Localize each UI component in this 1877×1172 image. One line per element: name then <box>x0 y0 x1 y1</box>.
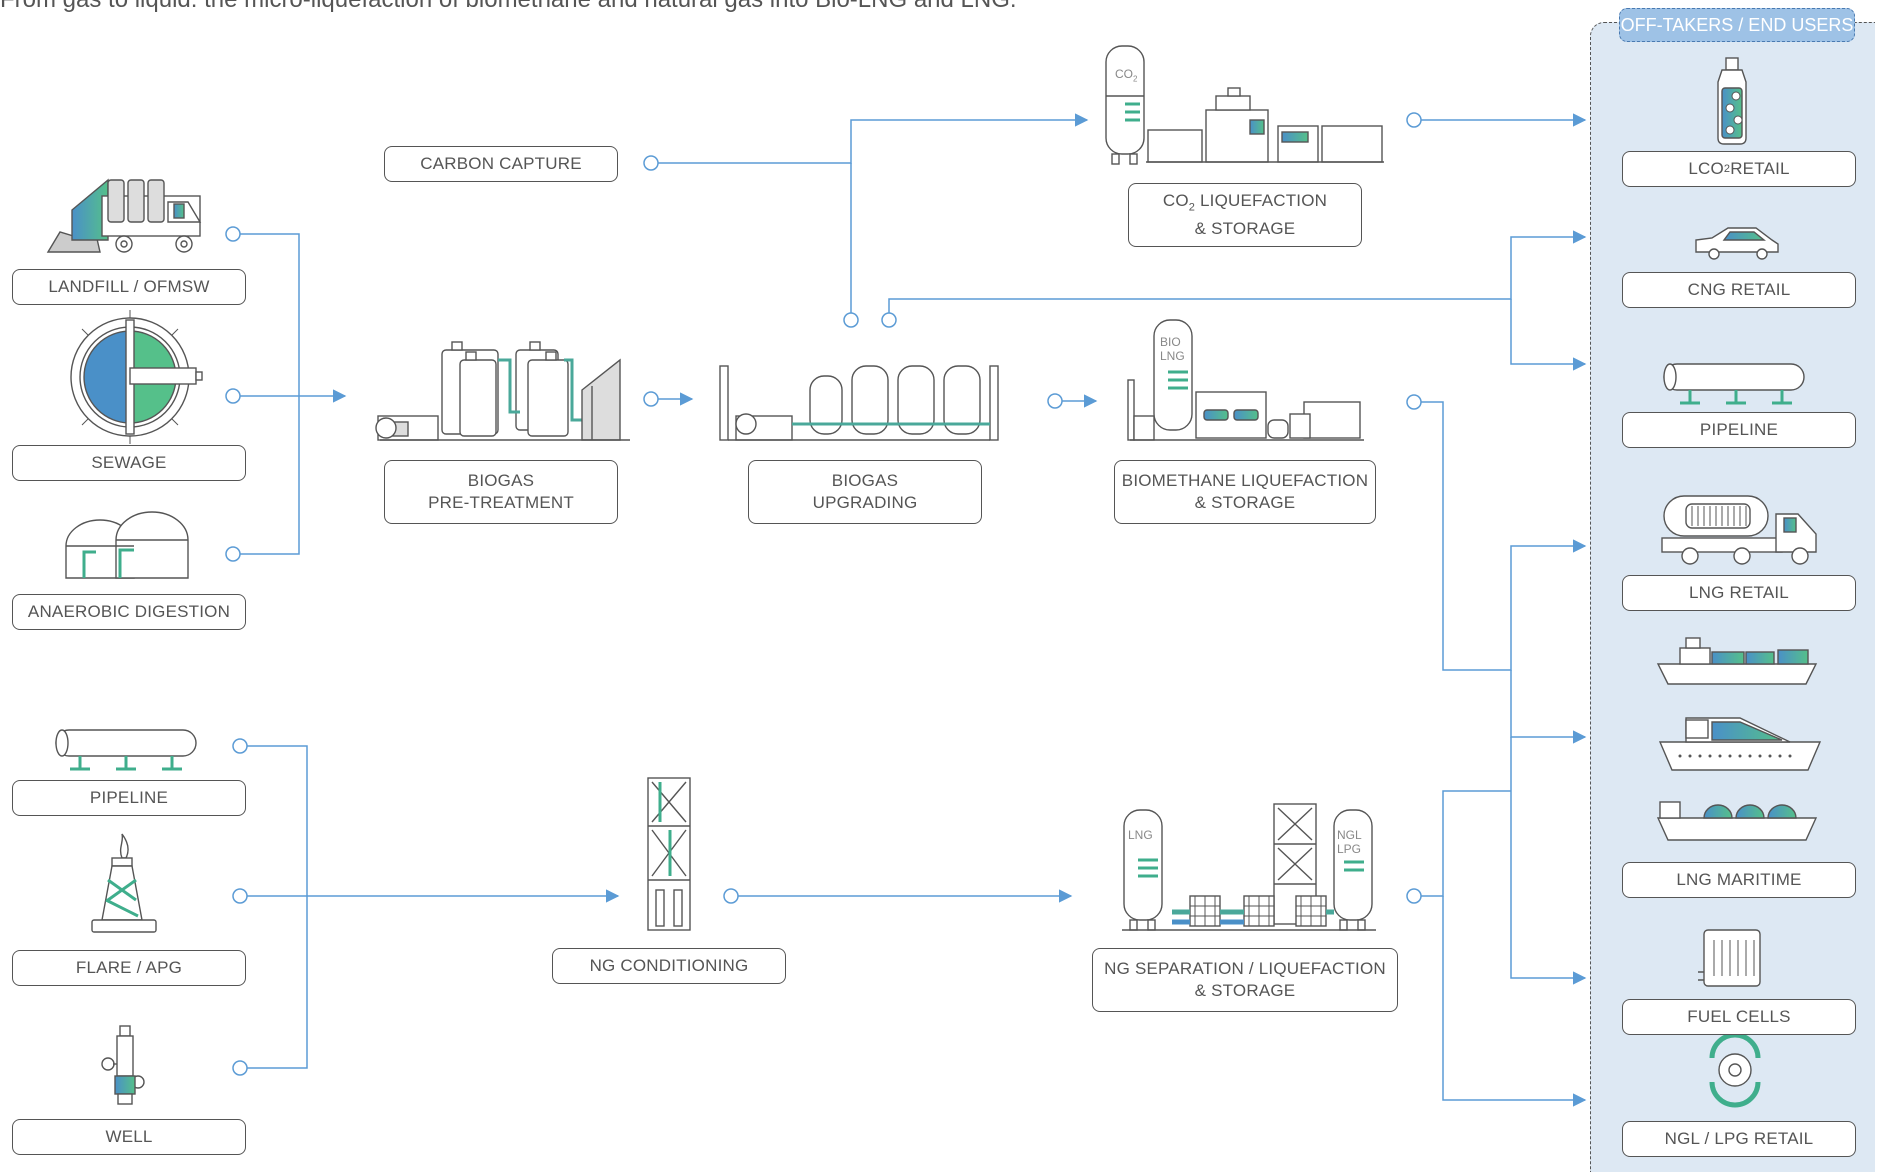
offtaker-ngl-lpg-label: NGL / LPG RETAIL <box>1622 1121 1856 1157</box>
source-sewage-label: SEWAGE <box>12 445 246 481</box>
ng-separation-label: NG SEPARATION / LIQUEFACTION& STORAGE <box>1092 948 1398 1012</box>
source-flare-label: FLARE / APG <box>12 950 246 986</box>
flare-rig-icon <box>91 833 157 933</box>
connector-lines <box>240 113 1587 1107</box>
co2-liquefaction-equipment-icon <box>1105 45 1384 165</box>
tank-label-co2: CO2 <box>1115 67 1138 84</box>
offtaker-lng-maritime-label: LNG MARITIME <box>1622 862 1856 898</box>
well-head-icon <box>101 1025 145 1105</box>
lng-carrier-ship-icon <box>1656 801 1818 841</box>
intro-text: From gas to liquid: the micro-liquefacti… <box>0 0 1017 14</box>
garbage-truck-icon <box>46 178 202 253</box>
ng-separation-equipment-icon <box>1122 803 1376 931</box>
tank-label-lng: LNG <box>1128 828 1153 842</box>
source-well-label: WELL <box>12 1119 246 1155</box>
lpg-cylinder-icon <box>1709 1032 1761 1108</box>
cruise-ship-icon <box>1658 717 1822 771</box>
source-pipeline-label: PIPELINE <box>12 780 246 816</box>
tanker-truck-icon <box>1661 495 1817 565</box>
offtaker-pipeline-label: PIPELINE <box>1622 412 1856 448</box>
offtaker-lng-retail-label: LNG RETAIL <box>1622 575 1856 611</box>
offtaker-fuel-cells-label: FUEL CELLS <box>1622 999 1856 1035</box>
pipeline-icon <box>55 729 197 771</box>
connector-nodes <box>225 112 1422 1076</box>
pretreatment-equipment-icon <box>375 341 630 441</box>
ng-conditioning-label: NG CONDITIONING <box>552 948 786 984</box>
source-anaerobic-label: ANAEROBIC DIGESTION <box>12 594 246 630</box>
car-icon <box>1695 227 1779 260</box>
upgrading-equipment-icon <box>719 365 999 441</box>
ng-conditioning-tower-icon <box>647 777 691 931</box>
container-ship-icon <box>1656 637 1818 685</box>
digester-domes-icon <box>65 511 189 579</box>
fuel-cell-icon <box>1698 929 1761 987</box>
co2-liquefaction-label: CO2 LIQUEFACTION & STORAGE <box>1128 183 1362 247</box>
offtakers-title: OFF-TAKERS / END USERS <box>1619 8 1855 42</box>
carbon-capture-label: CARBON CAPTURE <box>384 146 618 182</box>
source-landfill-label: LANDFILL / OFMSW <box>12 269 246 305</box>
bottle-icon <box>1717 57 1747 145</box>
biomethane-liquefaction-label: BIOMETHANE LIQUEFACTION& STORAGE <box>1114 460 1376 524</box>
offtaker-cng-label: CNG RETAIL <box>1622 272 1856 308</box>
sewage-tank-icon <box>70 310 203 444</box>
pipeline-icon <box>1663 363 1805 405</box>
biomethane-liquefaction-equipment-icon <box>1127 319 1364 441</box>
